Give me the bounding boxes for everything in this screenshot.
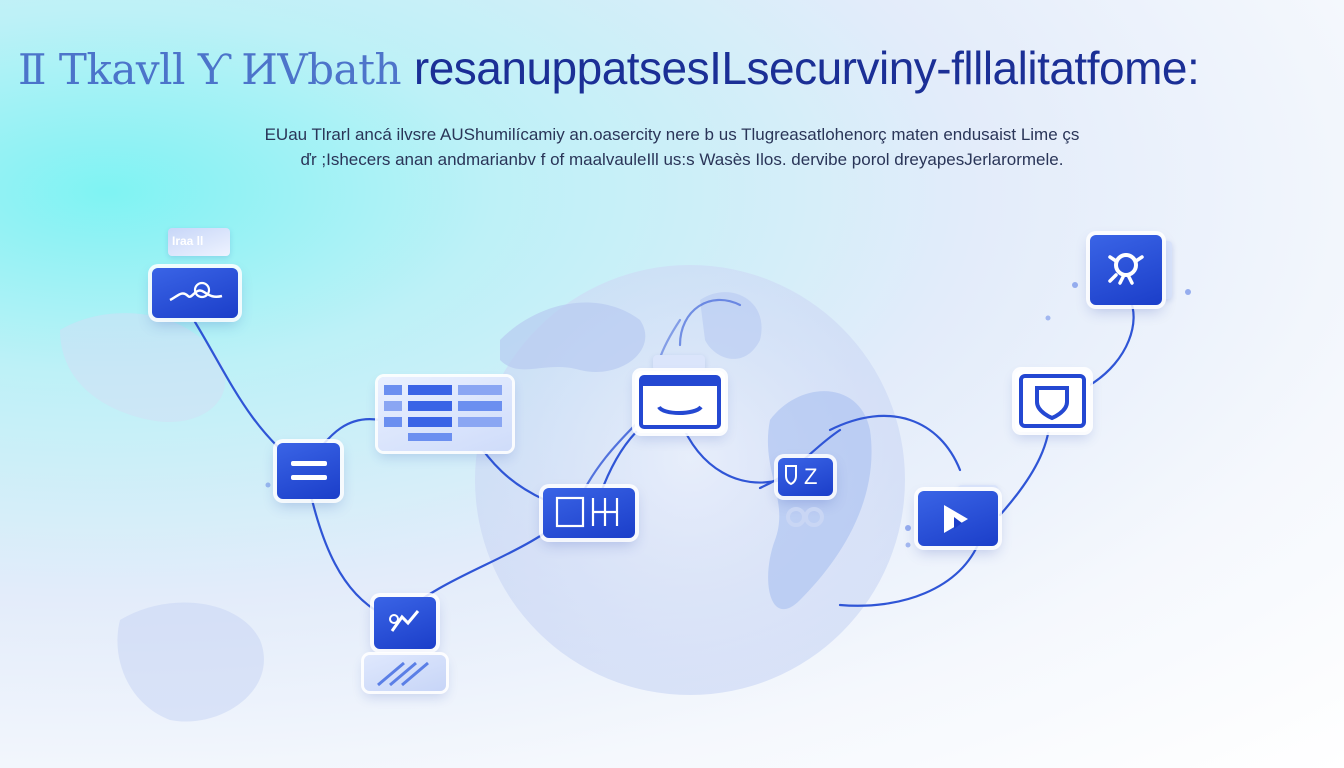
shield-icon <box>1019 374 1086 428</box>
title-prefix: Ⅱ Tkavll Ƴ ИVbath <box>18 45 414 94</box>
media-folder-node[interactable] <box>364 597 446 692</box>
page-subtitle: EUau Tlrarl ancá ilvsre AUShumilícamiy a… <box>0 122 1344 172</box>
database-table-node[interactable] <box>378 377 512 451</box>
table-grid-icon <box>384 385 502 441</box>
link-icon <box>786 507 824 527</box>
subtitle-line-2: ďr ;Ishecers anan andmarianbv f of maalv… <box>300 150 1064 169</box>
user-gear-icon <box>1108 253 1144 285</box>
chip-icon <box>555 496 619 528</box>
decorative-dots <box>265 282 1191 548</box>
title-main: resanuppatsesILsecurviny-flllalitatfome: <box>413 42 1200 94</box>
shield-node[interactable] <box>1015 370 1090 432</box>
globe-graphic <box>60 265 905 722</box>
play-card-node[interactable] <box>918 485 1000 547</box>
arrow-stripes-icon <box>377 661 429 687</box>
shield-z-node[interactable]: Z <box>778 458 834 533</box>
browser-window-node[interactable] <box>635 355 725 435</box>
menu-icon <box>291 461 327 480</box>
window-icon <box>639 375 721 429</box>
folder-tab-label: Iraa ll <box>172 234 204 248</box>
user-settings-node[interactable] <box>1090 235 1178 307</box>
chart-wave-icon <box>169 281 223 302</box>
tools-icon <box>389 610 420 632</box>
small-shield-icon <box>785 465 797 486</box>
play-icon <box>944 505 968 533</box>
page-title: Ⅱ Tkavll Ƴ ИVbath resanuppatsesILsecurvi… <box>18 38 1328 100</box>
z-glyph: Z <box>804 464 818 489</box>
data-chip-node[interactable] <box>543 488 635 538</box>
menu-node[interactable] <box>277 443 340 499</box>
analytics-monitor-node[interactable]: Iraa ll <box>150 228 245 328</box>
subtitle-line-1: EUau Tlrarl ancá ilvsre AUShumilícamiy a… <box>264 125 1080 144</box>
